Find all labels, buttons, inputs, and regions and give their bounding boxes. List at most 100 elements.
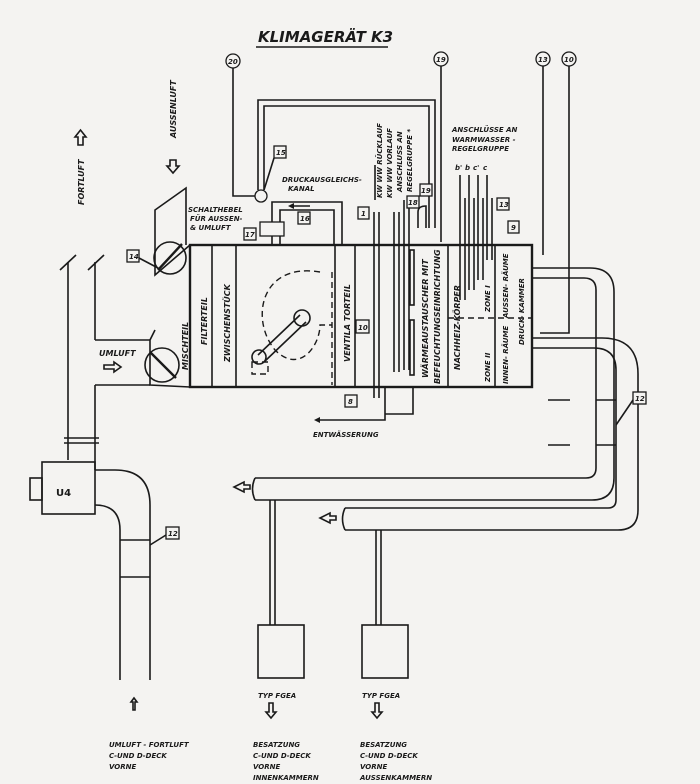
damper-upper (153, 241, 187, 275)
svg-text:16: 16 (300, 215, 310, 223)
pressure-line (257, 99, 436, 228)
svg-text:ZONE I: ZONE I (484, 285, 492, 313)
outlet-label-aussen: TYP FGEA BESATZUNG C-UND D-DECK VORNE AU… (359, 692, 432, 782)
callout-19-top: 19 (433, 51, 449, 242)
outlet-label-umluft: UMLUFT - FORTLUFT C-UND D-DECK VORNE (109, 741, 190, 771)
diagram-title: KLIMAGERÄT K3 (258, 27, 393, 46)
svg-text:18: 18 (408, 199, 418, 207)
svg-text:FILTERTEIL: FILTERTEIL (200, 297, 209, 345)
outlet-aussenkammern (361, 530, 409, 679)
pressure-sensor-icon (254, 189, 268, 203)
umluft-label: UMLUFT (99, 349, 136, 358)
drain-pipe (318, 387, 386, 421)
svg-text:12: 12 (635, 395, 645, 403)
aussenluft-duct (154, 186, 187, 250)
svg-text:VORNE: VORNE (253, 763, 280, 771)
svg-text:b': b' (455, 164, 462, 172)
fan-housing (261, 270, 332, 361)
svg-text:C-UND D-DECK: C-UND D-DECK (360, 752, 418, 760)
svg-text:ANSCHLÜSSE AN: ANSCHLÜSSE AN (451, 125, 518, 134)
svg-text:KW WW RÜCKLAUF: KW WW RÜCKLAUF (375, 123, 384, 198)
valve-19 (417, 205, 427, 228)
svg-text:C-UND D-DECK: C-UND D-DECK (109, 752, 167, 760)
mischteil-housing (149, 329, 191, 388)
arrow-up-icon (129, 696, 139, 711)
svg-text:INNENKAMMERN: INNENKAMMERN (253, 774, 319, 782)
damper-lower (144, 347, 180, 383)
warmwasser-connections: b' b c' c (455, 164, 493, 300)
svg-text:12: 12 (168, 530, 178, 538)
arrow-right-icon (103, 360, 123, 374)
svg-text:VORNE: VORNE (109, 763, 136, 771)
svg-text:1: 1 (361, 210, 366, 218)
arrow-down-icon (165, 159, 181, 175)
svg-text:c': c' (473, 164, 479, 172)
svg-text:TYP FGEA: TYP FGEA (258, 692, 296, 700)
svg-text:17: 17 (245, 231, 255, 239)
supply-pipe-upper (251, 267, 615, 501)
svg-text:ANSCHLUSS AN: ANSCHLUSS AN (396, 131, 404, 193)
svg-text:14: 14 (129, 253, 139, 261)
svg-text:b: b (465, 164, 470, 172)
callout-10-top: 10 (540, 51, 577, 334)
svg-text:8: 8 (348, 398, 353, 406)
outlet-innenkammern (257, 500, 305, 679)
svg-text:19: 19 (421, 187, 431, 195)
svg-text:SCHALTHEBEL: SCHALTHEBEL (188, 206, 243, 214)
svg-text:INNEN- RÄUME: INNEN- RÄUME (501, 326, 510, 384)
arrow-left-icon (232, 480, 251, 494)
damper-actuator (259, 221, 285, 237)
svg-text:MISCHTEIL: MISCHTEIL (181, 322, 190, 370)
svg-text:U4: U4 (56, 488, 71, 499)
svg-text:KANAL: KANAL (288, 185, 315, 193)
svg-text:19: 19 (436, 56, 446, 64)
outlet-label-innen: TYP FGEA BESATZUNG C-UND D-DECK VORNE IN… (253, 692, 319, 782)
main-unit-housing (188, 243, 534, 389)
svg-text:9: 9 (511, 224, 516, 232)
svg-text:NACHHEIZ-KÖRPER: NACHHEIZ-KÖRPER (452, 285, 462, 370)
svg-text:15: 15 (276, 149, 286, 157)
svg-text:TYP FGEA: TYP FGEA (362, 692, 400, 700)
svg-text:ZONE II: ZONE II (484, 352, 492, 383)
svg-text:KW WW VORLAUF: KW WW VORLAUF (386, 128, 394, 198)
fan-belt (257, 314, 301, 356)
svg-text:FÜR AUSSEN-: FÜR AUSSEN- (190, 214, 243, 223)
svg-text:ZWISCHENSTÜCK: ZWISCHENSTÜCK (222, 283, 232, 363)
arrow-left-icon (318, 511, 337, 525)
svg-text:10: 10 (564, 56, 574, 64)
svg-text:13: 13 (538, 56, 548, 64)
entwaesserung-label: ENTWÄSSERUNG (313, 430, 379, 439)
svg-text:WÄRMEAUSTAUSCHER MIT: WÄRMEAUSTAUSCHER MIT (420, 259, 430, 378)
svg-text:DRUCK- KAMMER: DRUCK- KAMMER (518, 278, 526, 345)
svg-text:UMLUFT - FORTLUFT: UMLUFT - FORTLUFT (109, 741, 190, 749)
svg-text:REGELGRUPPE: REGELGRUPPE (452, 145, 509, 153)
arrow-up-icon (73, 128, 88, 146)
fortluft-label: FORTLUFT (77, 159, 86, 205)
svg-text:20: 20 (228, 58, 238, 66)
svg-text:c: c (483, 164, 488, 172)
druckausgleich-label: DRUCKAUSGLEICHS- (282, 176, 362, 184)
svg-text:AUSSENKAMMERN: AUSSENKAMMERN (359, 774, 432, 782)
callout-13-top: 13 (535, 51, 551, 255)
svg-text:AUSSEN- RÄUME: AUSSEN- RÄUME (501, 253, 510, 319)
svg-text:C-UND D-DECK: C-UND D-DECK (253, 752, 311, 760)
motor-icon (251, 349, 267, 365)
svg-text:VENTILA TORTEIL: VENTILA TORTEIL (343, 284, 352, 362)
svg-text:BEFEUCHTUNGSEINRICHTUNG: BEFEUCHTUNGSEINRICHTUNG (433, 249, 442, 384)
svg-text:REGELGRUPPE *: REGELGRUPPE * (406, 129, 414, 192)
callout-15 (273, 145, 287, 159)
svg-text:10: 10 (358, 324, 368, 332)
fan-wheel-icon (293, 309, 311, 327)
svg-text:BESATZUNG: BESATZUNG (253, 741, 300, 749)
supply-pipe-lower (341, 337, 639, 531)
kw-ruecklauf-pipe (373, 165, 380, 398)
svg-text:13: 13 (499, 201, 509, 209)
svg-text:VORNE: VORNE (360, 763, 387, 771)
kw-vorlauf-pipe (393, 212, 400, 372)
fortluft-elbow (95, 469, 151, 680)
svg-text:BESATZUNG: BESATZUNG (360, 741, 407, 749)
callout-20: 20 (225, 53, 256, 197)
svg-text:& UMLUFT: & UMLUFT (190, 224, 232, 232)
aussenluft-label: AUSSENLUFT (169, 80, 178, 139)
